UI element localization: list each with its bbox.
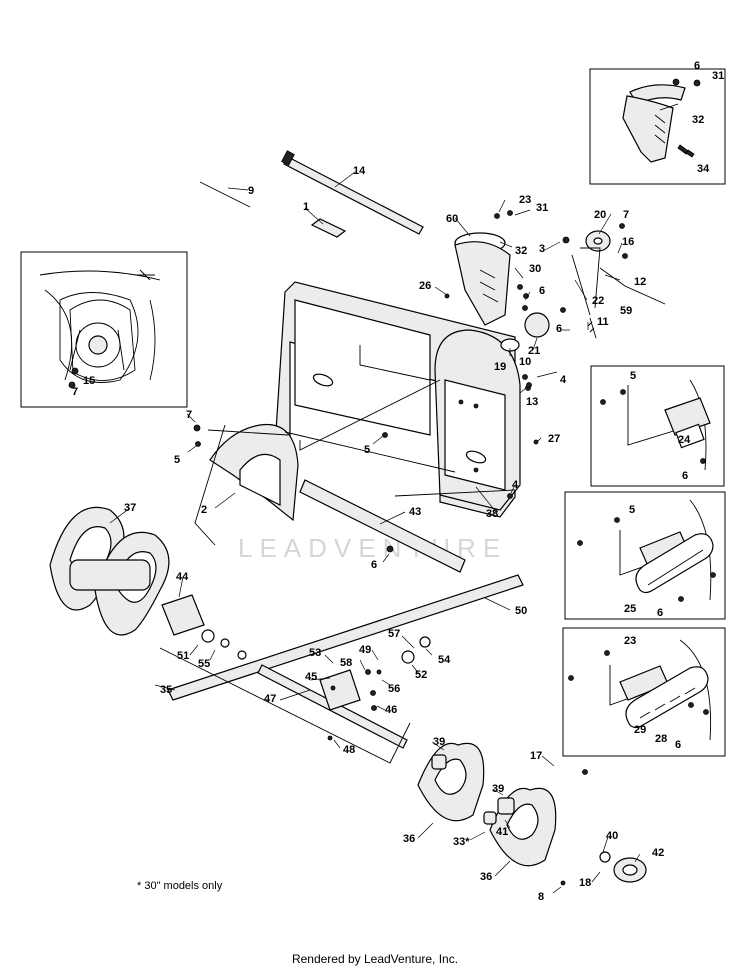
part-label: 58 bbox=[340, 657, 352, 669]
part-label: 24 bbox=[678, 434, 691, 446]
part-label: 50 bbox=[515, 605, 527, 617]
part-label: 60 bbox=[446, 213, 458, 225]
part-label: 8 bbox=[538, 891, 544, 903]
part-label: 25 bbox=[624, 603, 636, 615]
part-label: 48 bbox=[343, 744, 355, 756]
part-label: 45 bbox=[305, 671, 317, 683]
part-label: 41 bbox=[496, 826, 508, 838]
part-label: 52 bbox=[415, 669, 427, 681]
part-label: 6 bbox=[371, 559, 377, 571]
part-label: 31 bbox=[712, 70, 724, 82]
part-label: 32 bbox=[692, 114, 704, 126]
inset-skid-shoe-3 bbox=[562, 627, 726, 757]
part-label: 14 bbox=[353, 165, 366, 177]
part-label: 6 bbox=[682, 470, 688, 482]
inset-skid-shoe-1 bbox=[590, 365, 725, 487]
part-label: 37 bbox=[124, 502, 136, 514]
hardware bbox=[193, 210, 628, 886]
assembly-brackets bbox=[159, 424, 516, 764]
part-label: 30 bbox=[529, 263, 541, 275]
part-label: 6 bbox=[657, 607, 663, 619]
inset-belt-detail bbox=[20, 251, 188, 408]
part-label: 53 bbox=[309, 647, 321, 659]
part-label: 55 bbox=[198, 658, 210, 670]
part-label: 11 bbox=[597, 316, 609, 328]
part-labels: 1 2 3 4 4 5 5 5 5 6 6 6 6 6 6 6 7 7 7 8 … bbox=[72, 60, 724, 903]
part-label: 5 bbox=[630, 370, 636, 382]
part-label: 9 bbox=[248, 185, 254, 197]
part-label: 10 bbox=[519, 356, 531, 368]
part-label: 26 bbox=[419, 280, 431, 292]
part-label: 6 bbox=[675, 739, 681, 751]
drive-components bbox=[199, 150, 666, 573]
inset-skid-shoe-2 bbox=[564, 491, 726, 620]
part-label: 23 bbox=[624, 635, 636, 647]
part-label: 59 bbox=[620, 305, 632, 317]
footer-credit: Rendered by LeadVenture, Inc. bbox=[291, 952, 459, 966]
part-label: 7 bbox=[186, 409, 192, 421]
part-label: 42 bbox=[652, 847, 664, 859]
discharge-chute bbox=[454, 232, 511, 326]
part-label: 17 bbox=[530, 750, 542, 762]
part-label: 6 bbox=[556, 323, 562, 335]
part-label: 20 bbox=[594, 209, 606, 221]
part-label: 51 bbox=[177, 650, 189, 662]
part-label: 16 bbox=[622, 236, 634, 248]
part-label: 19 bbox=[494, 361, 506, 373]
part-label: 44 bbox=[176, 571, 189, 583]
part-label: 38 bbox=[486, 508, 498, 520]
part-label: 7 bbox=[623, 209, 629, 221]
part-label: 6 bbox=[539, 285, 545, 297]
part-label: 54 bbox=[438, 654, 451, 666]
part-label: 29 bbox=[634, 724, 646, 736]
part-label: 5 bbox=[629, 504, 635, 516]
part-label: 35 bbox=[160, 684, 172, 696]
part-label: 43 bbox=[409, 506, 421, 518]
part-label: 15 bbox=[83, 375, 95, 387]
part-label: 3 bbox=[539, 243, 545, 255]
auger-housing bbox=[274, 281, 521, 518]
part-label: 18 bbox=[579, 877, 591, 889]
part-label: 22 bbox=[592, 295, 604, 307]
part-label: 2 bbox=[201, 504, 207, 516]
part-label: 40 bbox=[606, 830, 618, 842]
auger-assembly bbox=[49, 506, 647, 883]
part-label: 57 bbox=[388, 628, 400, 640]
part-label: 23 bbox=[519, 194, 531, 206]
part-label: 39 bbox=[492, 783, 504, 795]
part-label: 28 bbox=[655, 733, 667, 745]
part-label: 12 bbox=[634, 276, 646, 288]
leader-lines bbox=[109, 171, 641, 894]
part-label: 27 bbox=[548, 433, 560, 445]
part-label: 5 bbox=[174, 454, 180, 466]
part-label: 1 bbox=[303, 201, 309, 213]
part-label: 47 bbox=[264, 693, 276, 705]
inset-chute-detail bbox=[589, 68, 726, 185]
part-label: 36 bbox=[480, 871, 492, 883]
part-label: 33* bbox=[453, 836, 470, 848]
part-label: 34 bbox=[697, 163, 710, 175]
part-label: 49 bbox=[359, 644, 371, 656]
part-label: 4 bbox=[512, 479, 519, 491]
part-label: 31 bbox=[536, 202, 548, 214]
part-label: 46 bbox=[385, 704, 397, 716]
part-label: 5 bbox=[364, 444, 370, 456]
part-label: 4 bbox=[560, 374, 567, 386]
part-label: 13 bbox=[526, 396, 538, 408]
part-label: 36 bbox=[403, 833, 415, 845]
part-label: 56 bbox=[388, 683, 400, 695]
footnote: * 30" models only bbox=[137, 880, 223, 892]
part-label: 39 bbox=[433, 736, 445, 748]
part-label: 6 bbox=[694, 60, 700, 72]
part-label: 7 bbox=[72, 386, 78, 398]
part-label: 32 bbox=[515, 245, 527, 257]
part-label: 21 bbox=[528, 345, 540, 357]
